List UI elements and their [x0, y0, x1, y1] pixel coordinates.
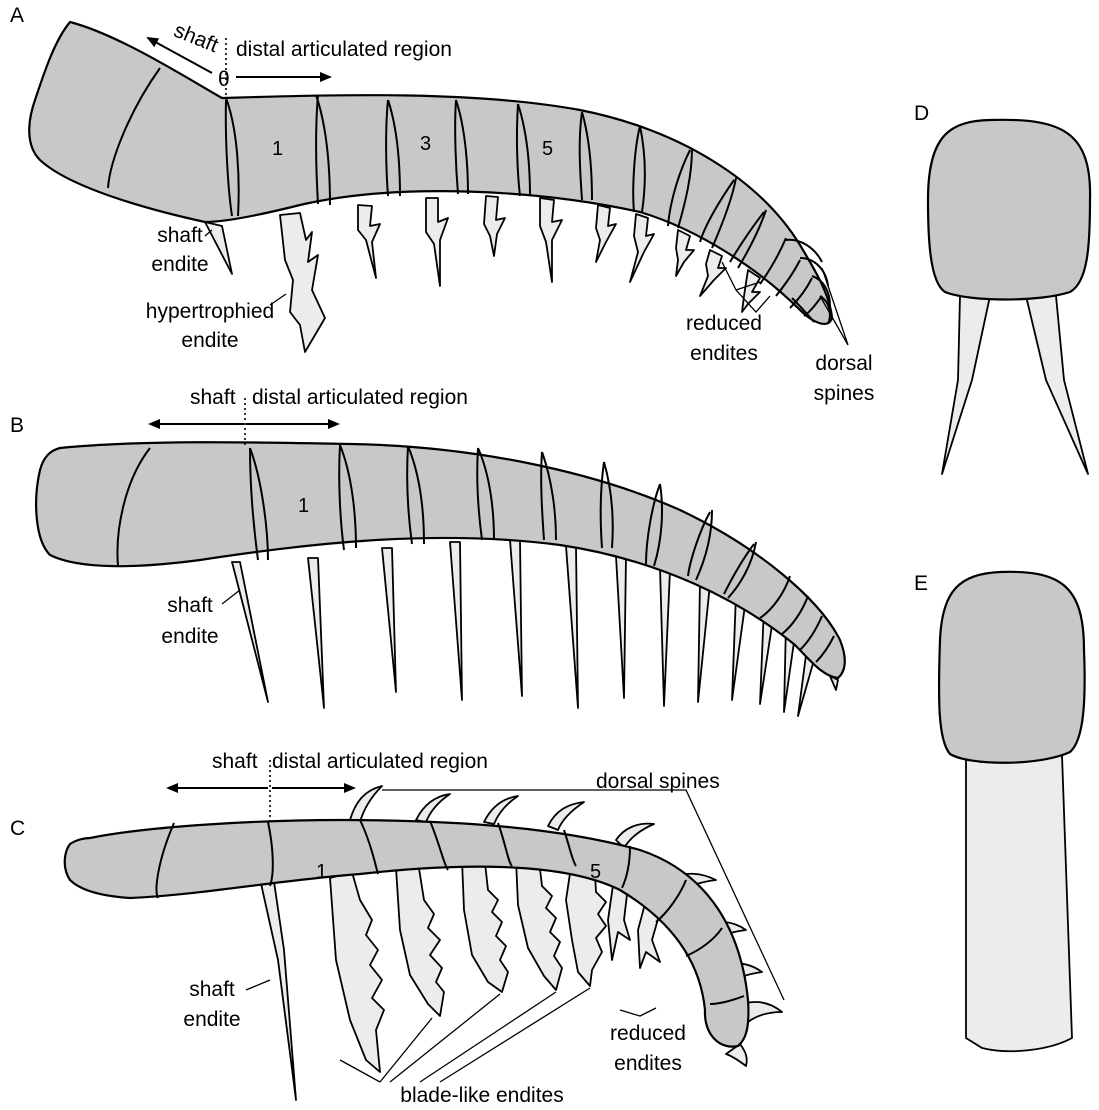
- shaft-arrow-label: shaft: [171, 19, 222, 57]
- panel-b-shaft-endite: shaft: [167, 594, 213, 617]
- panel-c-shaft-label: shaft: [212, 750, 258, 773]
- dorsal-spines-label: dorsal: [815, 352, 872, 375]
- panel-c-blade-endites: [258, 852, 660, 1100]
- shaft-endite-label: shaft: [157, 224, 203, 247]
- panel-d-letter: D: [914, 102, 929, 125]
- hypertrophied-label: hypertrophied: [146, 300, 274, 323]
- distal-region-label: distal articulated region: [236, 38, 452, 61]
- panel-a: A: [10, 4, 874, 405]
- panel-d-right-spine: [1026, 296, 1088, 474]
- panel-c-blade-label: blade-like endites: [400, 1084, 563, 1107]
- shaft-endite: [205, 222, 232, 274]
- endite-6: [596, 205, 616, 262]
- panel-c-shaft-endite: shaft: [189, 978, 235, 1001]
- panel-d-head: [928, 120, 1090, 300]
- segment-3-label: 3: [420, 133, 431, 155]
- endite-4: [484, 196, 505, 256]
- hypertrophied-label-2: endite: [181, 329, 238, 352]
- segment-5-label: 5: [542, 138, 553, 160]
- panel-b-shaft-label: shaft: [190, 386, 236, 409]
- panel-c-letter: C: [10, 817, 25, 840]
- reduced-endites-label: reduced: [686, 312, 762, 335]
- panel-c-segment-1: 1: [316, 861, 327, 883]
- panel-e-letter: E: [914, 572, 928, 595]
- theta-label: θ: [218, 68, 230, 91]
- endite-7: [630, 214, 654, 282]
- panel-b-letter: B: [10, 414, 24, 437]
- panel-c-shaft-endite-2: endite: [183, 1008, 240, 1031]
- panel-c: C: [10, 750, 784, 1107]
- panel-c-reduced-label-2: endites: [614, 1052, 682, 1075]
- panel-b-segment-1: 1: [298, 495, 309, 517]
- panel-b-distal-label: distal articulated region: [252, 386, 468, 409]
- panel-a-letter: A: [10, 4, 24, 27]
- endite-2: [358, 205, 380, 278]
- endite-5: [540, 198, 562, 282]
- panel-b: B: [10, 386, 845, 716]
- panel-e-head: [939, 572, 1085, 763]
- panel-c-segment-5: 5: [590, 861, 601, 883]
- panel-b-shaft-endite-2: endite: [161, 625, 218, 648]
- panel-b-body: [36, 442, 845, 678]
- panel-e: E: [914, 572, 1085, 1051]
- reduced-endites-label-2: endites: [690, 342, 758, 365]
- panel-d: D: [914, 102, 1090, 474]
- segment-1-label: 1: [272, 138, 283, 160]
- shaft-endite-label-2: endite: [151, 253, 208, 276]
- panel-e-shaft: [966, 755, 1072, 1051]
- hypertrophied-endite: [280, 213, 325, 352]
- endite-9: [700, 250, 726, 296]
- panel-d-left-spine: [942, 296, 990, 474]
- panel-c-reduced-label: reduced: [610, 1022, 686, 1045]
- panel-c-distal-label: distal articulated region: [272, 750, 488, 773]
- dorsal-spines-label-2: spines: [814, 382, 875, 405]
- endite-3: [426, 198, 448, 286]
- endite-8: [676, 230, 694, 276]
